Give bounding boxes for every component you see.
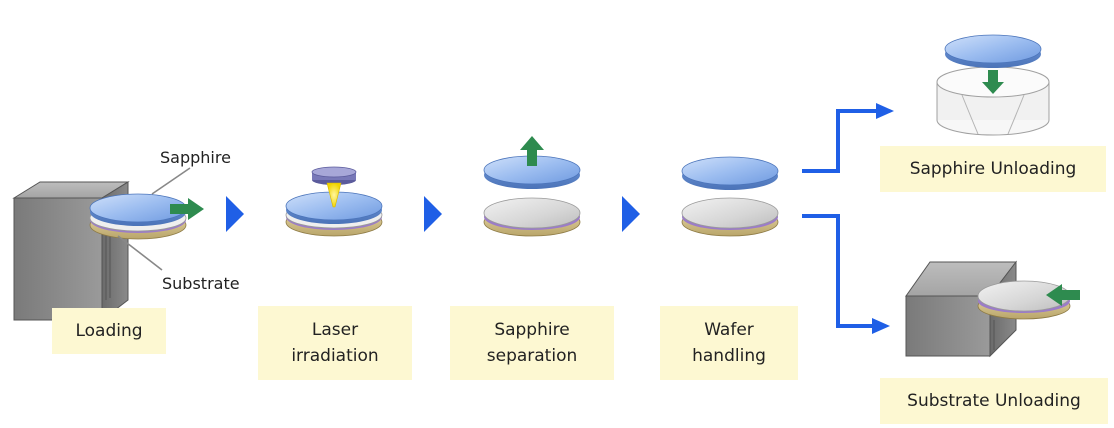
sapphire-down-arrow xyxy=(982,70,1004,94)
sapphire-unload-disc xyxy=(944,34,1042,68)
step-label-loading: Loading xyxy=(52,308,166,354)
step-label-laser-irradiation: Laser irradiation xyxy=(258,306,412,380)
substrate-unload-arrow xyxy=(1046,284,1080,306)
separation-sapphire-disc xyxy=(483,155,581,189)
loading-wafer-stack xyxy=(89,193,187,240)
handling-substrate xyxy=(681,197,779,237)
separation-substrate xyxy=(483,197,581,237)
output-label-sapphire-unloading: Sapphire Unloading xyxy=(880,146,1106,192)
step-label-sapphire-separation: Sapphire separation xyxy=(450,306,614,380)
step-label-wafer-handling: Wafer handling xyxy=(660,306,798,380)
laser-beam xyxy=(326,182,342,208)
separation-lift-arrow xyxy=(520,136,544,166)
loading-insert-arrow xyxy=(170,198,204,220)
step-arrow-1 xyxy=(226,196,244,232)
sapphire-callout: Sapphire xyxy=(160,148,231,167)
branch-arrow-sapphire xyxy=(802,103,894,173)
output-label-substrate-unloading: Substrate Unloading xyxy=(880,378,1108,424)
handling-sapphire-disc xyxy=(681,156,779,190)
substrate-leader-line xyxy=(117,235,163,271)
step-arrow-2 xyxy=(424,196,442,232)
branch-arrow-substrate xyxy=(802,214,890,334)
laser-head xyxy=(311,166,357,185)
sapphire-leader-line xyxy=(151,167,191,195)
substrate-callout: Substrate xyxy=(162,274,240,293)
step-arrow-3 xyxy=(622,196,640,232)
